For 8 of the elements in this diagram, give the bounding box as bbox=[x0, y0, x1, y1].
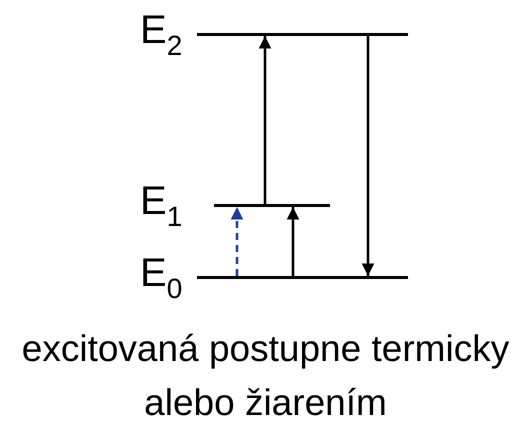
transition-arrow bbox=[286, 207, 300, 276]
energy-level-label: E$_{1}$ bbox=[140, 179, 182, 234]
transition-arrow bbox=[362, 36, 374, 276]
transition-arrow bbox=[258, 36, 272, 204]
caption: excitovaná postupne termicky alebo žiarením bbox=[20, 327, 510, 425]
energy-level-label: E$_{0}$ bbox=[140, 251, 182, 306]
energy-level-label: E$_{2}$ bbox=[140, 8, 182, 63]
transition-arrow bbox=[230, 207, 244, 276]
